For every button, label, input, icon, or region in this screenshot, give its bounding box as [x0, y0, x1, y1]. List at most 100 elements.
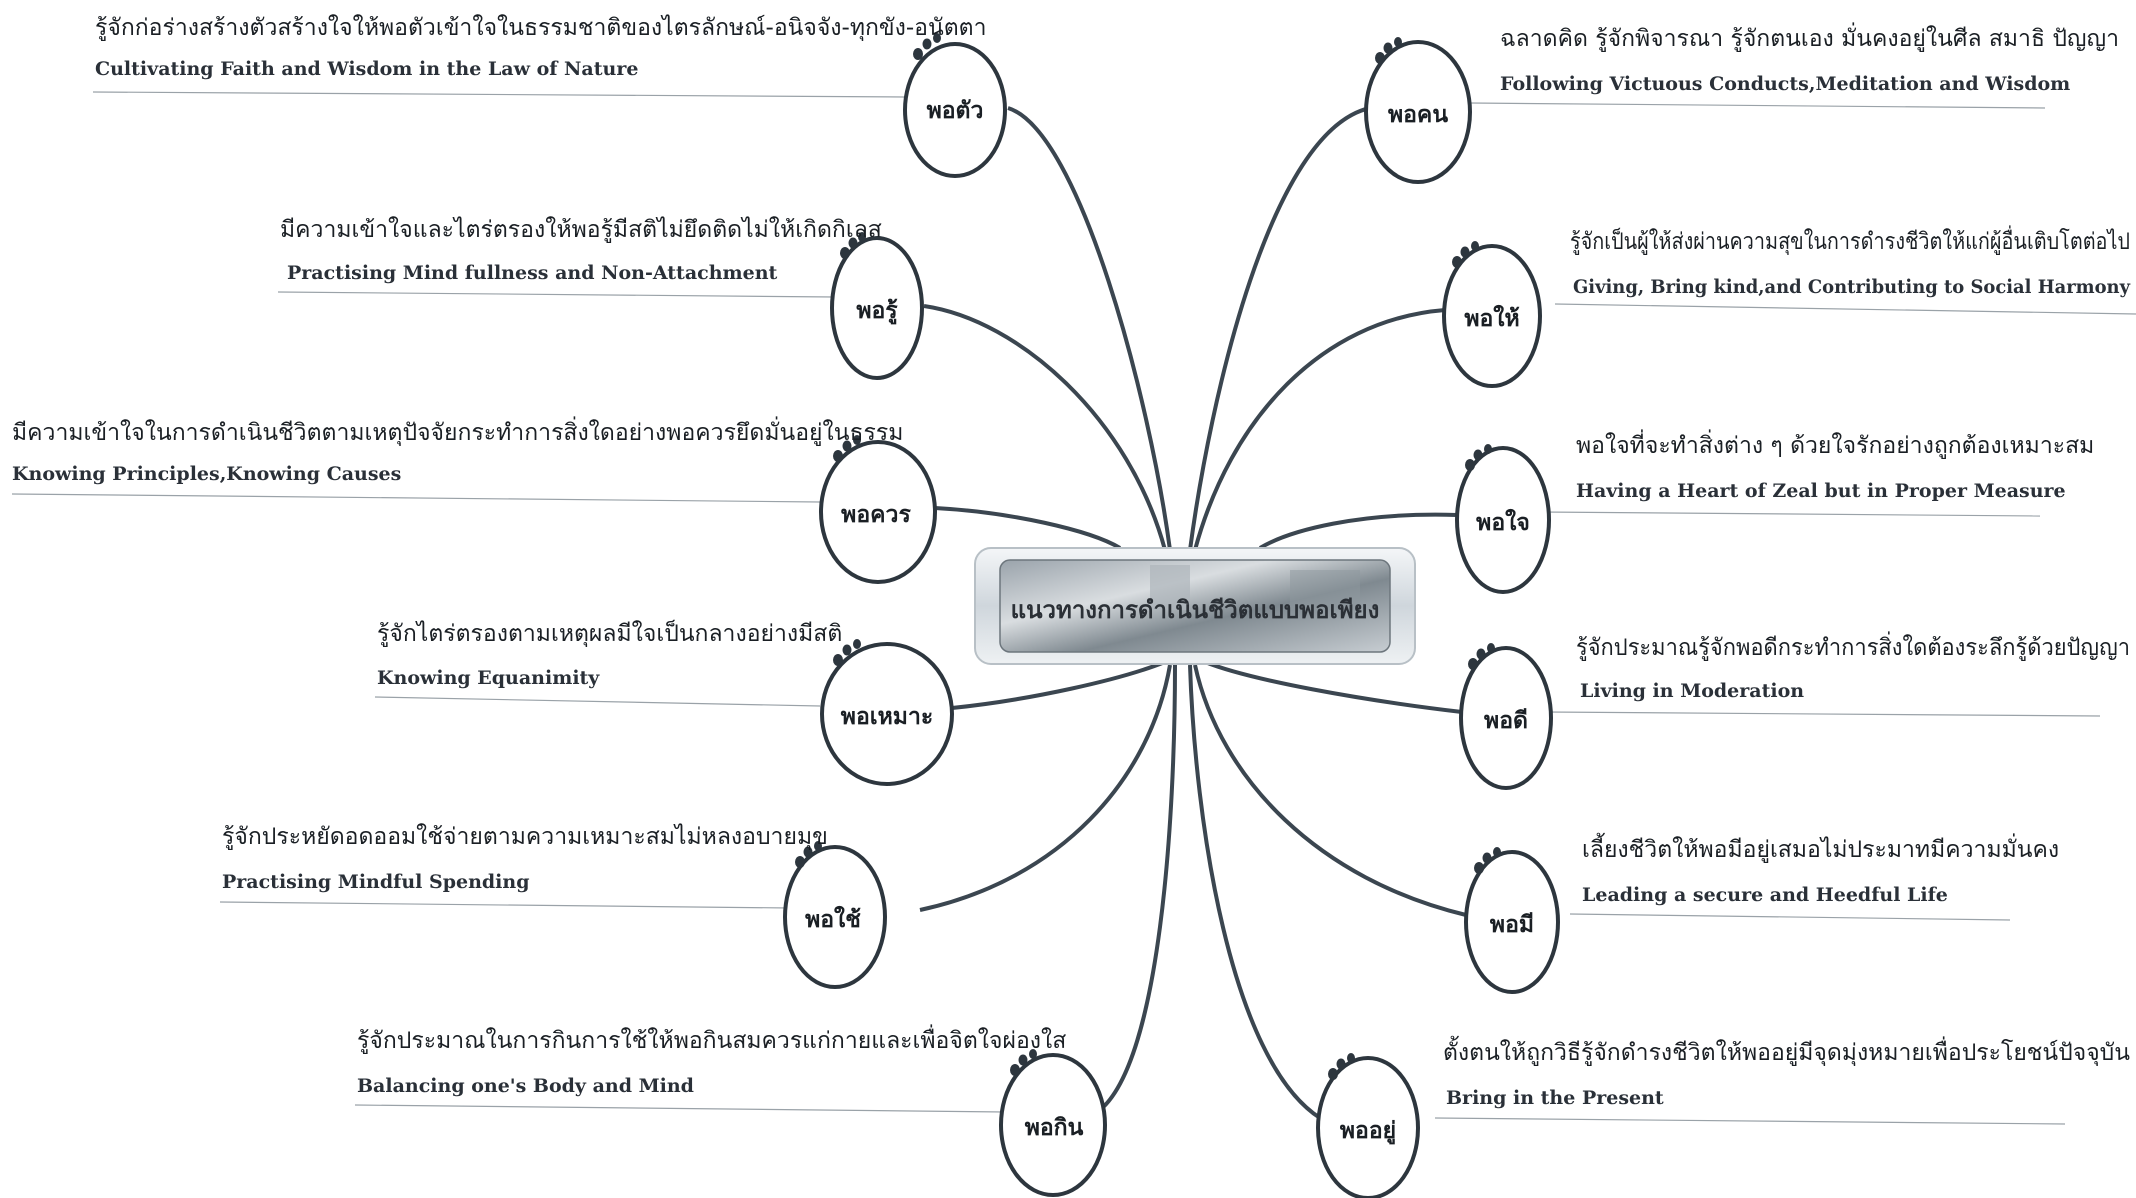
node-pho-yu-circle — [1316, 1056, 1420, 1198]
node-pho-khuan: พอควร — [819, 435, 937, 584]
node-pho-jai: พอใจ — [1455, 444, 1551, 594]
description-pho-di: รู้จักประมาณรู้จักพอดีกระทำการสิ่งใดต้อง… — [1576, 631, 2130, 702]
underline-pho-mo — [374, 696, 821, 707]
underline-pho-khuan — [11, 493, 821, 503]
node-pho-mo: พอเหมาะ — [820, 639, 954, 786]
node-pho-kin-label: พอกิน — [1025, 1115, 1084, 1141]
description-pho-khon-english: Following Victuous Conducts,Meditation a… — [1500, 73, 2070, 95]
node-pho-khon-label: พอคน — [1388, 102, 1448, 128]
node-pho-khon-circle — [1364, 40, 1472, 184]
description-pho-di-thai: รู้จักประมาณรู้จักพอดีกระทำการสิ่งใดต้อง… — [1576, 631, 2130, 661]
connector-pho-chai — [919, 664, 1172, 912]
central-topic-label: แนวทางการดำเนินชีวิตแบบพอเพียง — [1011, 596, 1380, 624]
node-pho-jai-footprint-icon — [1465, 444, 1492, 471]
node-pho-tua-footprint-icon — [913, 33, 941, 60]
node-pho-chai: พอใช้ — [783, 841, 887, 989]
description-pho-hai: รู้จักเป็นผู้ให้ส่งผ่านความสุขในการดำรงช… — [1570, 225, 2131, 298]
connector-pho-khon — [1188, 106, 1371, 551]
connector-pho-khuan — [934, 506, 1122, 550]
node-pho-di: พอดี — [1459, 643, 1553, 790]
node-pho-yu: พออยู่ — [1316, 1053, 1420, 1198]
connector-pho-jai — [1258, 512, 1458, 550]
underline-pho-di — [1544, 711, 2101, 717]
description-pho-mo-thai: รู้จักไตร่ตรองตามเหตุผลมีใจเป็นกลางอย่าง… — [377, 618, 842, 647]
connector-pho-kin — [1098, 664, 1177, 1112]
description-pho-di-english: Living in Moderation — [1580, 680, 1804, 702]
description-pho-kin-thai: รู้จักประมาณในการกินการใช้ให้พอกินสมควรแ… — [357, 1024, 1066, 1054]
description-pho-khon: ฉลาดคิด รู้จักพิจารณา รู้จักตนเอง มั่นคง… — [1500, 22, 2119, 95]
node-pho-hai-footprint-icon — [1452, 241, 1479, 268]
underline-pho-tua — [92, 91, 906, 98]
connector-pho-mo — [951, 660, 1166, 710]
central-building-shape — [1150, 565, 1190, 610]
node-pho-khuan-footprint-icon — [833, 435, 861, 462]
node-pho-hai-circle — [1442, 244, 1542, 388]
description-pho-tua-english: Cultivating Faith and Wisdom in the Law … — [95, 58, 638, 80]
node-pho-hai: พอให้ — [1442, 241, 1542, 388]
node-pho-di-circle — [1459, 646, 1553, 790]
description-pho-mo: รู้จักไตร่ตรองตามเหตุผลมีใจเป็นกลางอย่าง… — [377, 618, 842, 689]
node-pho-mi-circle — [1464, 850, 1560, 994]
description-pho-kin-english: Balancing one's Body and Mind — [357, 1075, 694, 1097]
description-pho-kin: รู้จักประมาณในการกินการใช้ให้พอกินสมควรแ… — [357, 1024, 1066, 1097]
connector-pho-yu — [1188, 664, 1322, 1120]
description-pho-mi-english: Leading a secure and Heedful Life — [1582, 884, 1948, 906]
connectors — [919, 106, 1467, 1120]
description-pho-mi-thai: เลี้ยงชีวิตให้พอมีอยู่เสมอไม่ประมาทมีควา… — [1582, 833, 2059, 863]
description-pho-jai-english: Having a Heart of Zeal but in Proper Mea… — [1576, 480, 2066, 502]
node-pho-yu-footprint-icon — [1328, 1053, 1355, 1080]
underline-pho-jai — [1539, 511, 2041, 517]
description-pho-hai-english: Giving, Bring kind,and Contributing to S… — [1573, 276, 2131, 298]
description-pho-ru-english: Practising Mind fullness and Non-Attachm… — [287, 262, 778, 284]
node-pho-mi-label: พอมี — [1490, 912, 1534, 938]
description-pho-jai: พอใจที่จะทำสิ่งต่าง ๆ ด้วยใจรักอย่างถูกต… — [1576, 429, 2094, 502]
underline-pho-ru — [277, 291, 836, 298]
node-pho-ru-circle — [830, 236, 924, 380]
description-pho-ru-thai: มีความเข้าใจและไตร่ตรองให้พอรู้มีสติไม่ย… — [280, 216, 882, 243]
underline-pho-mi — [1569, 913, 2011, 921]
node-pho-mo-footprint-icon — [833, 639, 861, 666]
node-pho-jai-circle — [1455, 446, 1551, 594]
underline-pho-hai — [1554, 303, 2136, 315]
node-pho-tua-label: พอตัว — [927, 98, 984, 124]
underline-pho-kin — [354, 1104, 1006, 1113]
connector-pho-hai — [1193, 308, 1446, 551]
node-pho-yu-label: พออยู่ — [1340, 1118, 1396, 1145]
node-pho-tua: พอตัว — [903, 33, 1007, 178]
description-pho-khuan-english: Knowing Principles,Knowing Causes — [12, 463, 401, 485]
description-pho-jai-thai: พอใจที่จะทำสิ่งต่าง ๆ ด้วยใจรักอย่างถูกต… — [1576, 429, 2094, 459]
description-pho-tua-thai: รู้จักก่อร่างสร้างตัวสร้างใจให้พอตัวเข้า… — [95, 14, 987, 41]
underline-pho-khon — [1469, 102, 2046, 109]
node-pho-tua-circle — [903, 42, 1007, 178]
node-pho-chai-label: พอใช้ — [805, 905, 861, 933]
underline-pho-chai — [219, 901, 791, 909]
description-pho-khuan: มีความเข้าใจในการดำเนินชีวิตตามเหตุปัจจั… — [12, 416, 903, 485]
connector-pho-mi — [1193, 664, 1467, 917]
node-pho-chai-circle — [783, 845, 887, 989]
node-pho-khon: พอคน — [1364, 37, 1472, 184]
description-pho-mi: เลี้ยงชีวิตให้พอมีอยู่เสมอไม่ประมาทมีควา… — [1582, 833, 2059, 906]
node-pho-chai-footprint-icon — [795, 841, 822, 868]
node-pho-khon-footprint-icon — [1375, 37, 1402, 64]
description-pho-khuan-thai: มีความเข้าใจในการดำเนินชีวิตตามเหตุปัจจั… — [12, 416, 903, 446]
description-pho-yu: ตั้งตนให้ถูกวิธีรู้จักดำรงชีวิตให้พออยู่… — [1443, 1036, 2130, 1109]
node-pho-ru-label: พอรู้ — [856, 298, 898, 325]
underline-pho-yu — [1434, 1117, 2066, 1125]
node-pho-mo-circle — [820, 642, 954, 786]
branch-descriptions: รู้จักก่อร่างสร้างตัวสร้างใจให้พอตัวเข้า… — [12, 14, 2131, 1109]
node-pho-mo-label: พอเหมาะ — [841, 704, 933, 730]
description-pho-hai-thai: รู้จักเป็นผู้ให้ส่งผ่านความสุขในการดำรงช… — [1570, 225, 2130, 255]
node-pho-khuan-circle — [819, 440, 937, 584]
node-pho-kin-footprint-icon — [1010, 1049, 1037, 1076]
node-pho-jai-label: พอใจ — [1476, 508, 1530, 536]
node-pho-kin: พอกิน — [999, 1049, 1107, 1197]
description-pho-chai: รู้จักประหยัดอดออมใช้จ่ายตามความเหมาะสมไ… — [222, 823, 828, 893]
description-pho-khon-thai: ฉลาดคิด รู้จักพิจารณา รู้จักตนเอง มั่นคง… — [1500, 22, 2119, 52]
node-pho-di-label: พอดี — [1484, 708, 1528, 734]
underlines — [11, 91, 2136, 1125]
node-pho-ru-footprint-icon — [840, 232, 866, 259]
description-pho-mo-english: Knowing Equanimity — [377, 667, 600, 689]
central-tree-shape — [1290, 570, 1360, 610]
node-pho-mi: พอมี — [1464, 847, 1560, 994]
